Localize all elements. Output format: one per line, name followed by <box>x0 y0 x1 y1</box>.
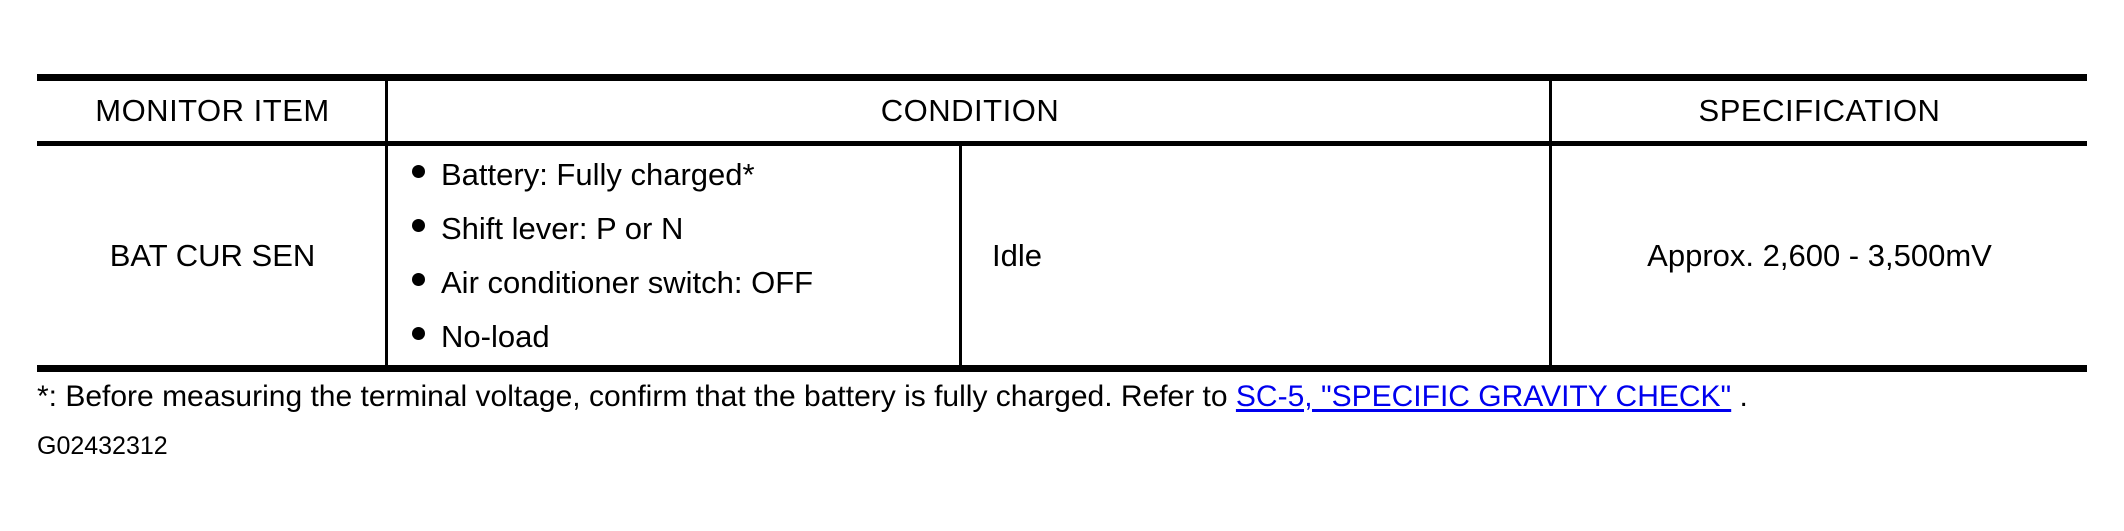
header-cell-specification: SPECIFICATION <box>1552 81 2087 141</box>
condition-bullets-cell: Battery: Fully charged* Shift lever: P o… <box>388 146 962 365</box>
footnote: *: Before measuring the terminal voltage… <box>37 380 1748 414</box>
table-header-separator <box>37 141 2087 146</box>
cell-condition: Battery: Fully charged* Shift lever: P o… <box>388 146 1552 365</box>
condition-bullet-text: Battery: Fully charged* <box>441 156 755 192</box>
bullet-dot-icon <box>412 272 425 286</box>
condition-bullet-list: Battery: Fully charged* Shift lever: P o… <box>412 148 813 364</box>
table-top-rule <box>37 74 2087 81</box>
header-label-condition: CONDITION <box>880 93 1060 128</box>
footnote-text: *: Before measuring the terminal voltage… <box>37 380 1236 413</box>
monitor-item-value: BAT CUR SEN <box>109 237 316 273</box>
list-item: Shift lever: P or N <box>412 202 813 256</box>
monitor-item-table: MONITOR ITEM CONDITION SPECIFICATION BAT… <box>37 74 2087 372</box>
table-row: BAT CUR SEN Battery: Fully charged* Shif… <box>37 146 2087 365</box>
header-label-specification: SPECIFICATION <box>1698 93 1941 128</box>
document-code: G02432312 <box>37 432 168 460</box>
footnote-trailing-text: . <box>1731 380 1748 413</box>
header-label-monitor-item: MONITOR ITEM <box>95 93 330 128</box>
table-bottom-rule <box>37 365 2087 372</box>
bullet-dot-icon <box>412 326 425 340</box>
condition-bullet-text: Shift lever: P or N <box>441 210 684 246</box>
list-item: Battery: Fully charged* <box>412 148 813 202</box>
bullet-dot-icon <box>412 218 425 232</box>
specification-value: Approx. 2,600 - 3,500mV <box>1647 237 1992 273</box>
condition-bullet-text: Air conditioner switch: OFF <box>441 264 814 300</box>
condition-state-value: Idle <box>992 237 1042 273</box>
cell-specification: Approx. 2,600 - 3,500mV <box>1552 146 2087 365</box>
list-item: No-load <box>412 310 813 364</box>
table-header-row: MONITOR ITEM CONDITION SPECIFICATION <box>37 81 2087 141</box>
cell-monitor-item: BAT CUR SEN <box>37 146 388 365</box>
footnote-link-specific-gravity-check[interactable]: SC-5, "SPECIFIC GRAVITY CHECK" <box>1235 380 1732 413</box>
condition-state-cell: Idle <box>962 146 1552 365</box>
condition-bullet-text: No-load <box>441 318 550 354</box>
bullet-dot-icon <box>412 164 425 178</box>
header-cell-monitor-item: MONITOR ITEM <box>37 81 388 141</box>
header-cell-condition: CONDITION <box>388 81 1552 141</box>
list-item: Air conditioner switch: OFF <box>412 256 813 310</box>
